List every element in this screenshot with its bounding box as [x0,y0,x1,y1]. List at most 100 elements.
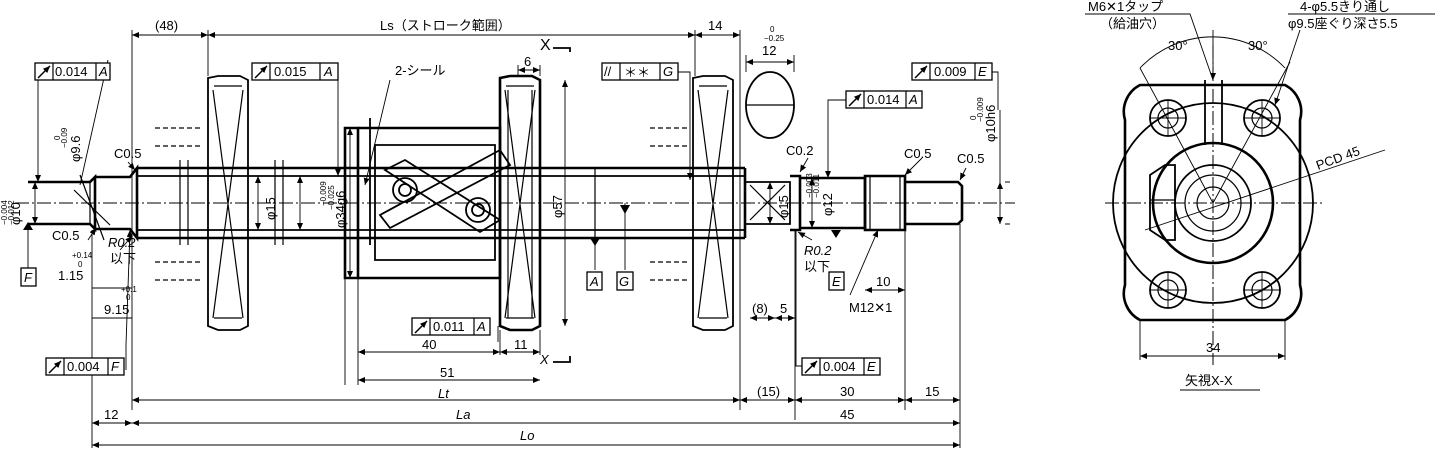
drawing-label: 1.15 [58,268,83,283]
drawing-label: 34 [1206,340,1220,355]
stroke-end-outline-left [155,75,249,331]
section-circle [745,71,795,139]
shaft-inner-circle [1184,174,1242,232]
drawing-label: −0.09 [60,127,69,148]
drawing-label: ＊＊ [624,65,650,80]
drawing-label: φ34g6 [333,191,348,228]
drawing-label: 51 [440,365,454,380]
drawing-label: 0.014 [867,92,900,107]
right-journal [743,168,964,238]
drawing-label: 9.15 [104,302,129,317]
drawing-label: 0.004 [67,359,100,374]
drawing-label: 4-φ5.5きり通し [1300,0,1390,14]
drawing-label: Lt [438,386,450,401]
drawing-label: φ10h6 [983,105,998,142]
drawing-label: F [24,270,33,285]
end-view-caption: 矢視X-X [1185,373,1233,388]
drawing-label: C0.5 [904,146,931,161]
drawing-label: φ9.5座ぐり深さ5.5 [1288,16,1398,31]
drawing-label: F [111,359,120,374]
drawing-label: φ12 [820,193,835,216]
drawing-label: C0.2 [786,143,813,158]
tolerance-frame-3: // ＊＊ G [601,62,679,81]
drawing-label: 以下 [804,259,830,274]
screw-shaft [137,160,745,245]
tolerance-frame-6: 0.011 A [411,317,491,336]
left-journal [28,164,139,242]
drawing-label: 0 [126,293,131,302]
ball-nut [343,74,542,332]
drawing-label: +0.14 [72,251,93,260]
section-mark-bottom [553,356,571,363]
tolerance-frame-2: 0.015 A [251,62,339,81]
drawing-label: 0 [770,25,775,34]
drawing-label: 2-シール [395,63,446,78]
drawing-label: φ57 [550,195,565,218]
nut-body-circle [1112,102,1314,304]
drawing-label: φ9.6 [68,135,83,162]
drawing-label: φ10 [8,202,23,225]
drawing-label: X [539,352,550,367]
drawing-label: −0.009 [976,97,985,122]
angle-arc [1139,36,1286,69]
drawing-label: C0.5 [957,151,984,166]
drawing-label: (15) [757,384,780,399]
datum-f-triangle [23,222,33,230]
drawing-label: 12 [762,43,776,58]
datum-g-box: G [616,271,634,291]
drawing-label: 10 [876,274,890,289]
extension-lines [91,30,1010,448]
drawing-label: 14 [708,18,722,33]
drawing-label: (8) [752,301,768,316]
drawing-label: R0.2 [804,243,832,258]
drawing-label: G [619,274,629,289]
drawing-label: A [908,92,918,107]
tolerance-frame-4: 0.009 E [911,62,993,81]
end-view-texts: M6✕1タップ （給油穴） 4-φ5.5きり通し φ9.5座ぐり深さ5.5 30… [1088,0,1398,391]
drawing-label: −0.004 [0,200,9,225]
drawing-label: 12 [104,407,118,422]
leader-lines [27,59,999,370]
drawing-label: −0.012 [7,200,16,225]
drawing-label: E [832,274,841,289]
datum-e-box: E [828,271,845,291]
drawing-label: A [98,64,108,79]
drawing-label: E [867,359,876,374]
drawing-label: 0.011 [433,319,465,334]
tolerance-frame-8: 0.004 E [801,357,881,376]
drawing-label: 0 [78,260,83,269]
drawing-label: 0.015 [274,64,307,79]
tolerance-frame-1: 0.014 A [34,62,111,81]
drawing-label: Lo [520,428,534,443]
pcd-leader [1144,149,1386,231]
drawing-label: φ15 [263,197,278,220]
wiper-cutout [1149,164,1176,241]
section-mark-top [553,47,571,52]
drawing-label: (48) [155,18,178,33]
drawing-label: 40 [422,337,436,352]
drawing-label: 5 [780,301,787,316]
drawing-label: −0.003 [805,173,814,198]
shaft-core-circle [1196,186,1230,220]
datum-f-box: F [20,267,37,287]
drawing-label: −0.011 [812,173,821,198]
dimension-lines [32,32,1003,448]
drawing-label: 30° [1248,38,1268,53]
drawing-label: 30° [1168,38,1188,53]
oil-hole [1204,80,1223,145]
tolerance-frame-7: 0.004 F [45,357,125,376]
end-view: M6✕1タップ （給油穴） 4-φ5.5きり通し φ9.5座ぐり深さ5.5 30… [1085,0,1435,391]
datum-g-triangle [620,205,630,214]
drawing-label: −0.25 [764,34,785,43]
drawing-label: La [456,407,470,422]
drawing-label: φ15 [776,195,791,218]
drawing-label: 0.009 [934,64,967,79]
bolt-holes [1149,99,1281,309]
drawing-label: 30 [840,384,854,399]
tolerance-frame-5: 0.014 A [845,90,923,109]
datum-e-triangle [831,230,841,238]
drawing-label: // [604,64,612,79]
drawing-label: PCD 45 [1314,143,1362,173]
drawing-label: 11 [514,337,528,352]
drawing-label: Ls（ストローク範囲） [380,18,511,33]
